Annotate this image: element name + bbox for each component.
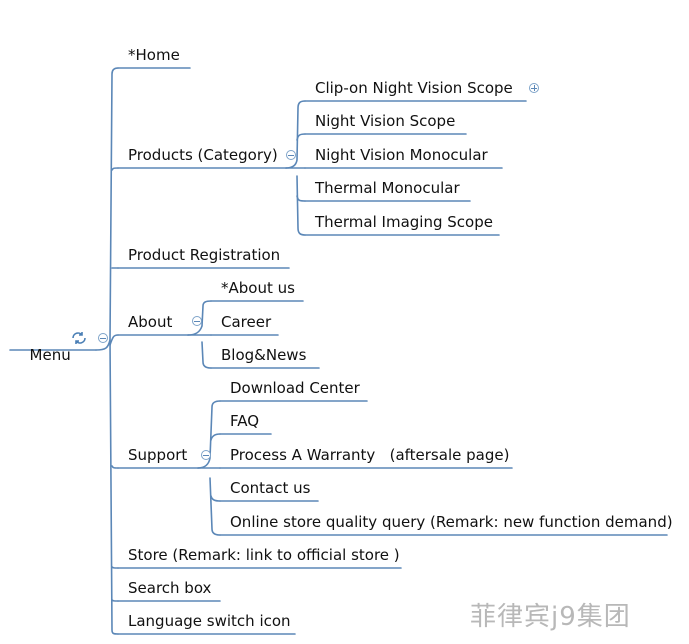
node-search-box: Search box bbox=[128, 579, 211, 597]
connector-line bbox=[296, 195, 306, 202]
node-label: Language switch icon bbox=[128, 612, 291, 630]
node-store: Store (Remark: link to official store ) bbox=[128, 546, 400, 564]
connector-line bbox=[187, 300, 212, 336]
node-product-registration: Product Registration bbox=[128, 246, 280, 264]
node-clip-on-night-vision-scope: Clip-on Night Vision Scope bbox=[315, 79, 513, 97]
node-contact-us: Contact us bbox=[230, 479, 310, 497]
node-online-store-quality-query: Online store quality query (Remark: new … bbox=[230, 513, 673, 531]
root-label: Menu bbox=[29, 346, 71, 364]
watermark: 菲律宾j9集团 bbox=[470, 602, 631, 632]
node-label: Night Vision Scope bbox=[315, 112, 456, 130]
node-about-us: *About us bbox=[221, 279, 295, 297]
connector-line bbox=[111, 599, 119, 602]
node-label: Product Registration bbox=[128, 246, 281, 264]
connector-line bbox=[210, 433, 221, 441]
node-label: *Home bbox=[128, 46, 180, 64]
connector-line bbox=[111, 167, 119, 171]
node-label: *About us bbox=[221, 279, 295, 297]
root-trunk bbox=[95, 67, 119, 351]
node-label: Clip-on Night Vision Scope bbox=[315, 79, 513, 97]
expand-toggle-icon[interactable] bbox=[529, 83, 539, 93]
connector-line bbox=[111, 465, 119, 469]
node-thermal-imaging-scope: Thermal Imaging Scope bbox=[315, 213, 493, 231]
node-support: Support bbox=[128, 446, 187, 464]
node-night-vision-monocular: Night Vision Monocular bbox=[315, 146, 488, 164]
node-label: Store (Remark: link to official store ) bbox=[128, 546, 400, 564]
node-label: FAQ bbox=[230, 412, 260, 430]
refresh-icon bbox=[71, 330, 87, 344]
node-products: Products (Category) bbox=[128, 146, 278, 164]
node-label: Thermal Monocular bbox=[315, 179, 460, 197]
connector-line bbox=[111, 566, 119, 569]
connector-line bbox=[197, 400, 221, 469]
connector-line bbox=[209, 477, 221, 536]
node-label: Night Vision Monocular bbox=[315, 146, 488, 164]
node-label: Career bbox=[221, 313, 272, 331]
node-label: About bbox=[128, 313, 173, 331]
node-career: Career bbox=[221, 313, 271, 331]
node-label: Blog&News bbox=[221, 346, 307, 364]
collapse-toggle-icon[interactable] bbox=[98, 333, 108, 343]
node-label: Products (Category) bbox=[128, 146, 278, 164]
node-about: About bbox=[128, 313, 172, 331]
connector-line bbox=[201, 341, 212, 369]
connector-line bbox=[296, 133, 306, 141]
node-label: Process A Warranty (aftersale page) bbox=[230, 446, 510, 464]
collapse-toggle-icon[interactable] bbox=[286, 150, 296, 160]
node-blog-news: Blog&News bbox=[221, 346, 306, 364]
node-download-center: Download Center bbox=[230, 379, 360, 397]
node-label: Contact us bbox=[230, 479, 311, 497]
connector-line bbox=[296, 175, 306, 236]
node-night-vision-scope: Night Vision Scope bbox=[315, 112, 455, 130]
collapse-toggle-icon[interactable] bbox=[201, 450, 211, 460]
node-label: Thermal Imaging Scope bbox=[315, 213, 493, 231]
collapse-toggle-icon[interactable] bbox=[192, 316, 202, 326]
node-home: *Home bbox=[128, 46, 180, 64]
node-process-warranty: Process A Warranty (aftersale page) bbox=[230, 446, 509, 464]
node-label: Online store quality query (Remark: new … bbox=[230, 513, 673, 531]
root-node-menu: Menu bbox=[20, 328, 71, 364]
connector-line bbox=[210, 495, 221, 502]
node-thermal-monocular: Thermal Monocular bbox=[315, 179, 460, 197]
node-label: Support bbox=[128, 446, 188, 464]
node-language-switch: Language switch icon bbox=[128, 612, 291, 630]
node-label: Download Center bbox=[230, 379, 360, 397]
connector-line bbox=[109, 334, 119, 346]
node-label: Search box bbox=[128, 579, 212, 597]
root-trunk-lower bbox=[109, 339, 119, 635]
node-faq: FAQ bbox=[230, 412, 259, 430]
